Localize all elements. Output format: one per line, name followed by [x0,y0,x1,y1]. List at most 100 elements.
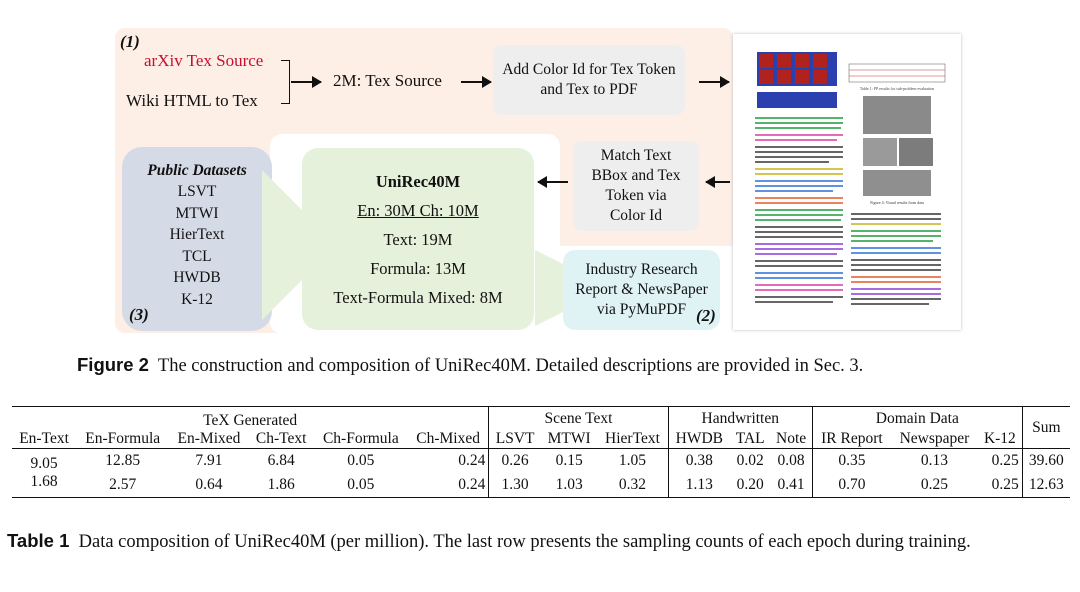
table-cell: 0.05 [347,476,375,493]
paper-table-caption: Table 1: FP results for sub-problem eval… [860,86,934,91]
table-cell: 0.25 [978,448,1023,473]
public-dataset-item: K-12 [181,290,213,308]
table-caption: Table 1 Data composition of UniRec40M (p… [7,528,1073,555]
match-line-2: BBox and Tex [591,167,681,184]
table-cell: 0.41 [770,473,813,498]
table-cell: 0.13 [920,452,948,469]
figure-caption-text: The construction and composition of UniR… [157,356,864,376]
table-cell: 2.57 [109,476,137,493]
table-cell: 0.15 [555,452,583,469]
thumb-mini-table: Table 1: FP results for sub-problem eval… [848,63,946,91]
label-stage-1: (1) [120,32,140,51]
public-datasets-box: Public Datasets LSVT MTWI HierText TCL H… [122,147,272,331]
match-line-4: Color Id [609,207,663,224]
column-header: Ch-Mixed [407,430,490,449]
unirec40m-box: UniRec40M En: 30M Ch: 10M Text: 19M Form… [302,148,534,330]
table-row: 1.68 2.57 0.64 1.86 0.05 0.24 1.30 1.03 … [12,473,1070,498]
match-line-3: Token via [605,187,667,204]
unirec-mixed-count: Text-Formula Mixed: 8M [333,287,503,307]
unirec-title: UniRec40M [375,171,461,191]
arrow-to-tex-source [291,76,322,88]
figure-caption-label: Figure 2 [77,354,149,375]
table-1: TeX Generated Scene Text Handwritten Dom… [12,406,1070,498]
figure-caption: Figure 2 The construction and compositio… [77,354,863,377]
unirec-formula-count: Formula: 13M [370,258,466,278]
column-header: En-Mixed [169,430,249,449]
table-row: 9.05 12.85 7.91 6.84 0.05 0.24 0.26 0.15… [12,448,1070,473]
label-stage-3: (3) [129,305,149,324]
industry-to-unirec-connector [535,250,567,326]
unirec-text-count: Text: 19M [383,229,453,249]
arrow-to-add-color [461,76,492,88]
match-line-1: Match Text [600,147,672,164]
public-dataset-item: MTWI [175,204,219,222]
table-cell: 0.08 [770,448,813,473]
group-header-scene: Scene Text [488,406,669,430]
column-header: Ch-Formula [313,430,408,449]
table-cell: 39.60 [1028,452,1064,469]
paper-render-graphic: Table 1: FP results for sub-problem eval… [755,52,946,305]
table-cell: 0.35 [838,452,866,469]
column-header: K-12 [978,430,1023,449]
column-header: TAL [730,430,771,449]
label-stage-2: (2) [696,306,716,325]
arrow-from-paper [705,176,730,188]
arrow-to-unirec [537,176,568,188]
public-dataset-item: HierText [169,226,225,244]
industry-line-3: via PyMuPDF [596,301,687,318]
add-color-line-1: Add Color Id for Tex Token [502,61,676,78]
column-header: MTWI [540,430,598,449]
public-to-unirec-connector [262,170,302,320]
public-datasets-title: Public Datasets [147,161,247,179]
table-cell: 0.25 [978,473,1023,498]
column-header: Note [770,430,813,449]
public-dataset-item: TCL [182,247,212,265]
table-cell: 0.38 [685,452,713,469]
table-cell: 1.86 [267,476,295,493]
industry-line-2: Report & NewsPaper [575,281,708,298]
thumb-text-lines [755,117,941,305]
wiki-source-text: Wiki HTML to Tex [126,91,258,110]
table-cell: 0.70 [838,476,866,493]
column-header: LSVT [488,430,541,449]
table-cell: 7.91 [195,452,223,469]
column-header: En-Formula [76,430,170,449]
table-cell: 0.02 [736,452,764,469]
sum-header: Sum [1022,406,1070,449]
unirec-lang-split: En: 30M Ch: 10M [357,200,479,220]
table-cell: 0.05 [347,452,375,469]
public-dataset-item: LSVT [177,183,217,201]
table-caption-label: Table 1 [7,530,70,551]
column-header: Ch-Text [248,430,314,449]
table-cell: 0.26 [501,452,529,469]
table-cell: 0.25 [920,476,948,493]
add-color-id-box: Add Color Id for Tex Token and Tex to PD… [493,45,685,115]
column-header: En-Text [12,430,77,449]
table-cell: 1.03 [555,476,583,493]
tex-source-2m: 2M: Tex Source [333,71,442,90]
table-cell: 0.24 [407,473,490,498]
table-cell: 1.13 [685,476,713,493]
arxiv-source-text: arXiv Tex Source [144,51,264,70]
table-cell: 12.63 [1028,476,1064,493]
table-cell: 12.85 [105,452,141,469]
table-cell: 1.30 [501,476,529,493]
table-cell: 0.64 [195,476,223,493]
table-cell: 6.84 [267,452,295,469]
table-cell: 0.24 [407,448,490,473]
paper-figure-caption: Figure 4: Visual results from data [870,200,924,205]
figure-2: (1) arXiv Tex Source Wiki HTML to Tex 2M… [115,28,946,333]
column-header: HWDB [668,430,731,449]
table-cell: 9.05 [30,455,58,472]
table-cell: 1.68 [30,473,58,490]
thumb-image-strip [757,52,837,108]
match-text-bbox-box: Match Text BBox and Tex Token via Color … [573,141,699,231]
column-header: IR Report [812,430,891,449]
group-header-handwritten: Handwritten [668,406,813,430]
add-color-line-2: and Tex to PDF [540,81,638,98]
group-header-domain: Domain Data [812,406,1023,430]
thumb-photos: Figure 4: Visual results from data [863,96,933,205]
group-header-tex: TeX Generated [12,406,490,430]
public-dataset-item: HWDB [173,269,221,287]
column-header: HierText [597,430,669,449]
